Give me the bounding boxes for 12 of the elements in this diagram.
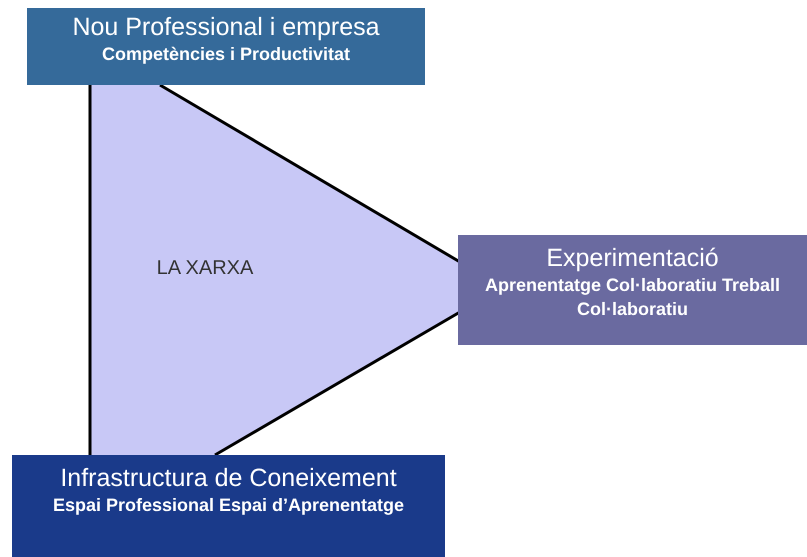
center-label: LA XARXA [156, 256, 254, 281]
subtitle-text: Aprenentatge Col·laboratiu Treball Col·laboratiu [484, 274, 782, 321]
connector-line [88, 85, 92, 455]
subtitle-text: Espai Professional Espai d’Aprenentatge [52, 494, 406, 517]
title-box [12, 455, 445, 557]
title-box [27, 8, 425, 85]
heading-text: Nou Professional i empresa [71, 12, 381, 42]
network-triangle [90, 85, 460, 455]
heading-text: Experimentació [545, 243, 720, 273]
subtitle-text: Competències i Productivitat [100, 43, 352, 66]
title-box [458, 235, 807, 345]
heading-text: Infrastructura de Coneixement [59, 463, 398, 493]
